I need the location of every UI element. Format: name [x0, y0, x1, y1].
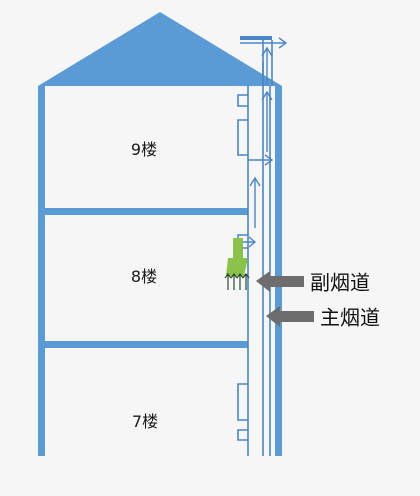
left-wall: [38, 86, 45, 456]
secondary-flue-pointer-arrow: [256, 271, 304, 292]
floor-label-7: 7楼: [131, 412, 159, 431]
main-flue-label: 主烟道: [320, 305, 380, 330]
right-wall: [275, 86, 282, 456]
main-flue-up-arrows: [249, 46, 273, 228]
floor-slab-lower: [45, 341, 248, 348]
floor-label-8: 8楼: [130, 267, 158, 286]
floor-slab-upper: [45, 208, 248, 215]
floor-label-9: 9楼: [130, 140, 158, 159]
secondary-flue-label: 副烟道: [310, 270, 370, 295]
roof: [38, 12, 282, 86]
smoke-arrows-icon: [224, 273, 250, 290]
range-hood-icon: [226, 238, 248, 276]
main-flue-pointer-arrow: [266, 306, 314, 327]
